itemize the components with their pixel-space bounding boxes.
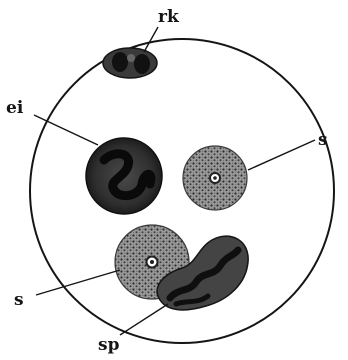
leader-sp bbox=[120, 304, 168, 335]
label-rk: rk bbox=[158, 7, 180, 27]
label-s-left: s bbox=[14, 290, 24, 310]
label-sp: sp bbox=[98, 335, 120, 355]
rk-cell bbox=[103, 48, 157, 78]
leader-s-left bbox=[36, 270, 120, 295]
s-cell-right bbox=[183, 146, 247, 210]
label-ei: ei bbox=[6, 98, 24, 118]
leader-s-right bbox=[248, 140, 315, 170]
leader-rk bbox=[144, 27, 158, 52]
label-s-right: s bbox=[318, 130, 328, 150]
ei-cell bbox=[86, 138, 162, 214]
